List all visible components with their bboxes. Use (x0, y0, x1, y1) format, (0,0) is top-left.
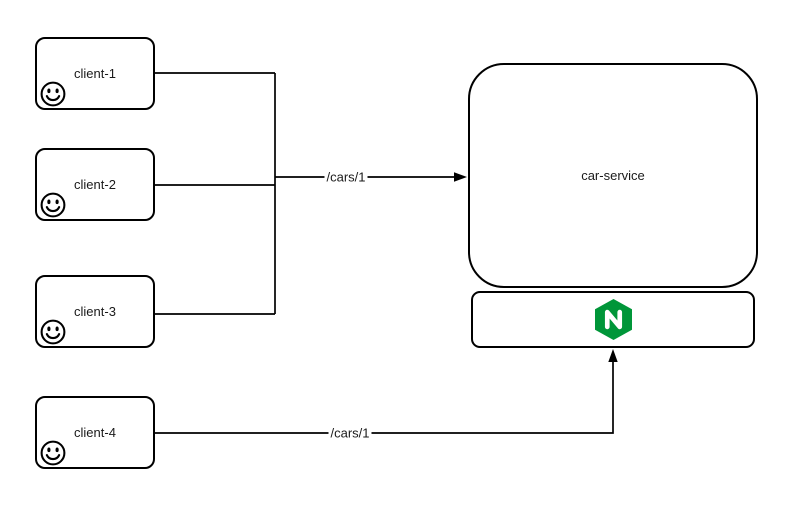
node-car-service-label: car-service (581, 168, 645, 183)
nginx-icon (594, 299, 632, 340)
node-client-3-label: client-3 (74, 304, 116, 319)
node-nginx-proxy (471, 291, 755, 348)
arrowhead-to-car-service (454, 172, 467, 182)
node-client-2: client-2 (35, 148, 155, 221)
edge-label-cars-1: /cars/1 (324, 169, 368, 185)
node-client-1: client-1 (35, 37, 155, 110)
node-client-1-label: client-1 (74, 66, 116, 81)
arrowhead-to-nginx (608, 349, 618, 362)
node-client-3: client-3 (35, 275, 155, 348)
node-client-2-label: client-2 (74, 177, 116, 192)
edge-label-cars-2: /cars/1 (328, 425, 372, 441)
smiley-icon (40, 192, 66, 218)
edge-client4-nginx (155, 362, 614, 434)
node-client-4: client-4 (35, 396, 155, 469)
node-client-4-label: client-4 (74, 425, 116, 440)
smiley-icon (40, 319, 66, 345)
node-car-service: car-service (468, 63, 758, 288)
smiley-icon (40, 440, 66, 466)
smiley-icon (40, 81, 66, 107)
